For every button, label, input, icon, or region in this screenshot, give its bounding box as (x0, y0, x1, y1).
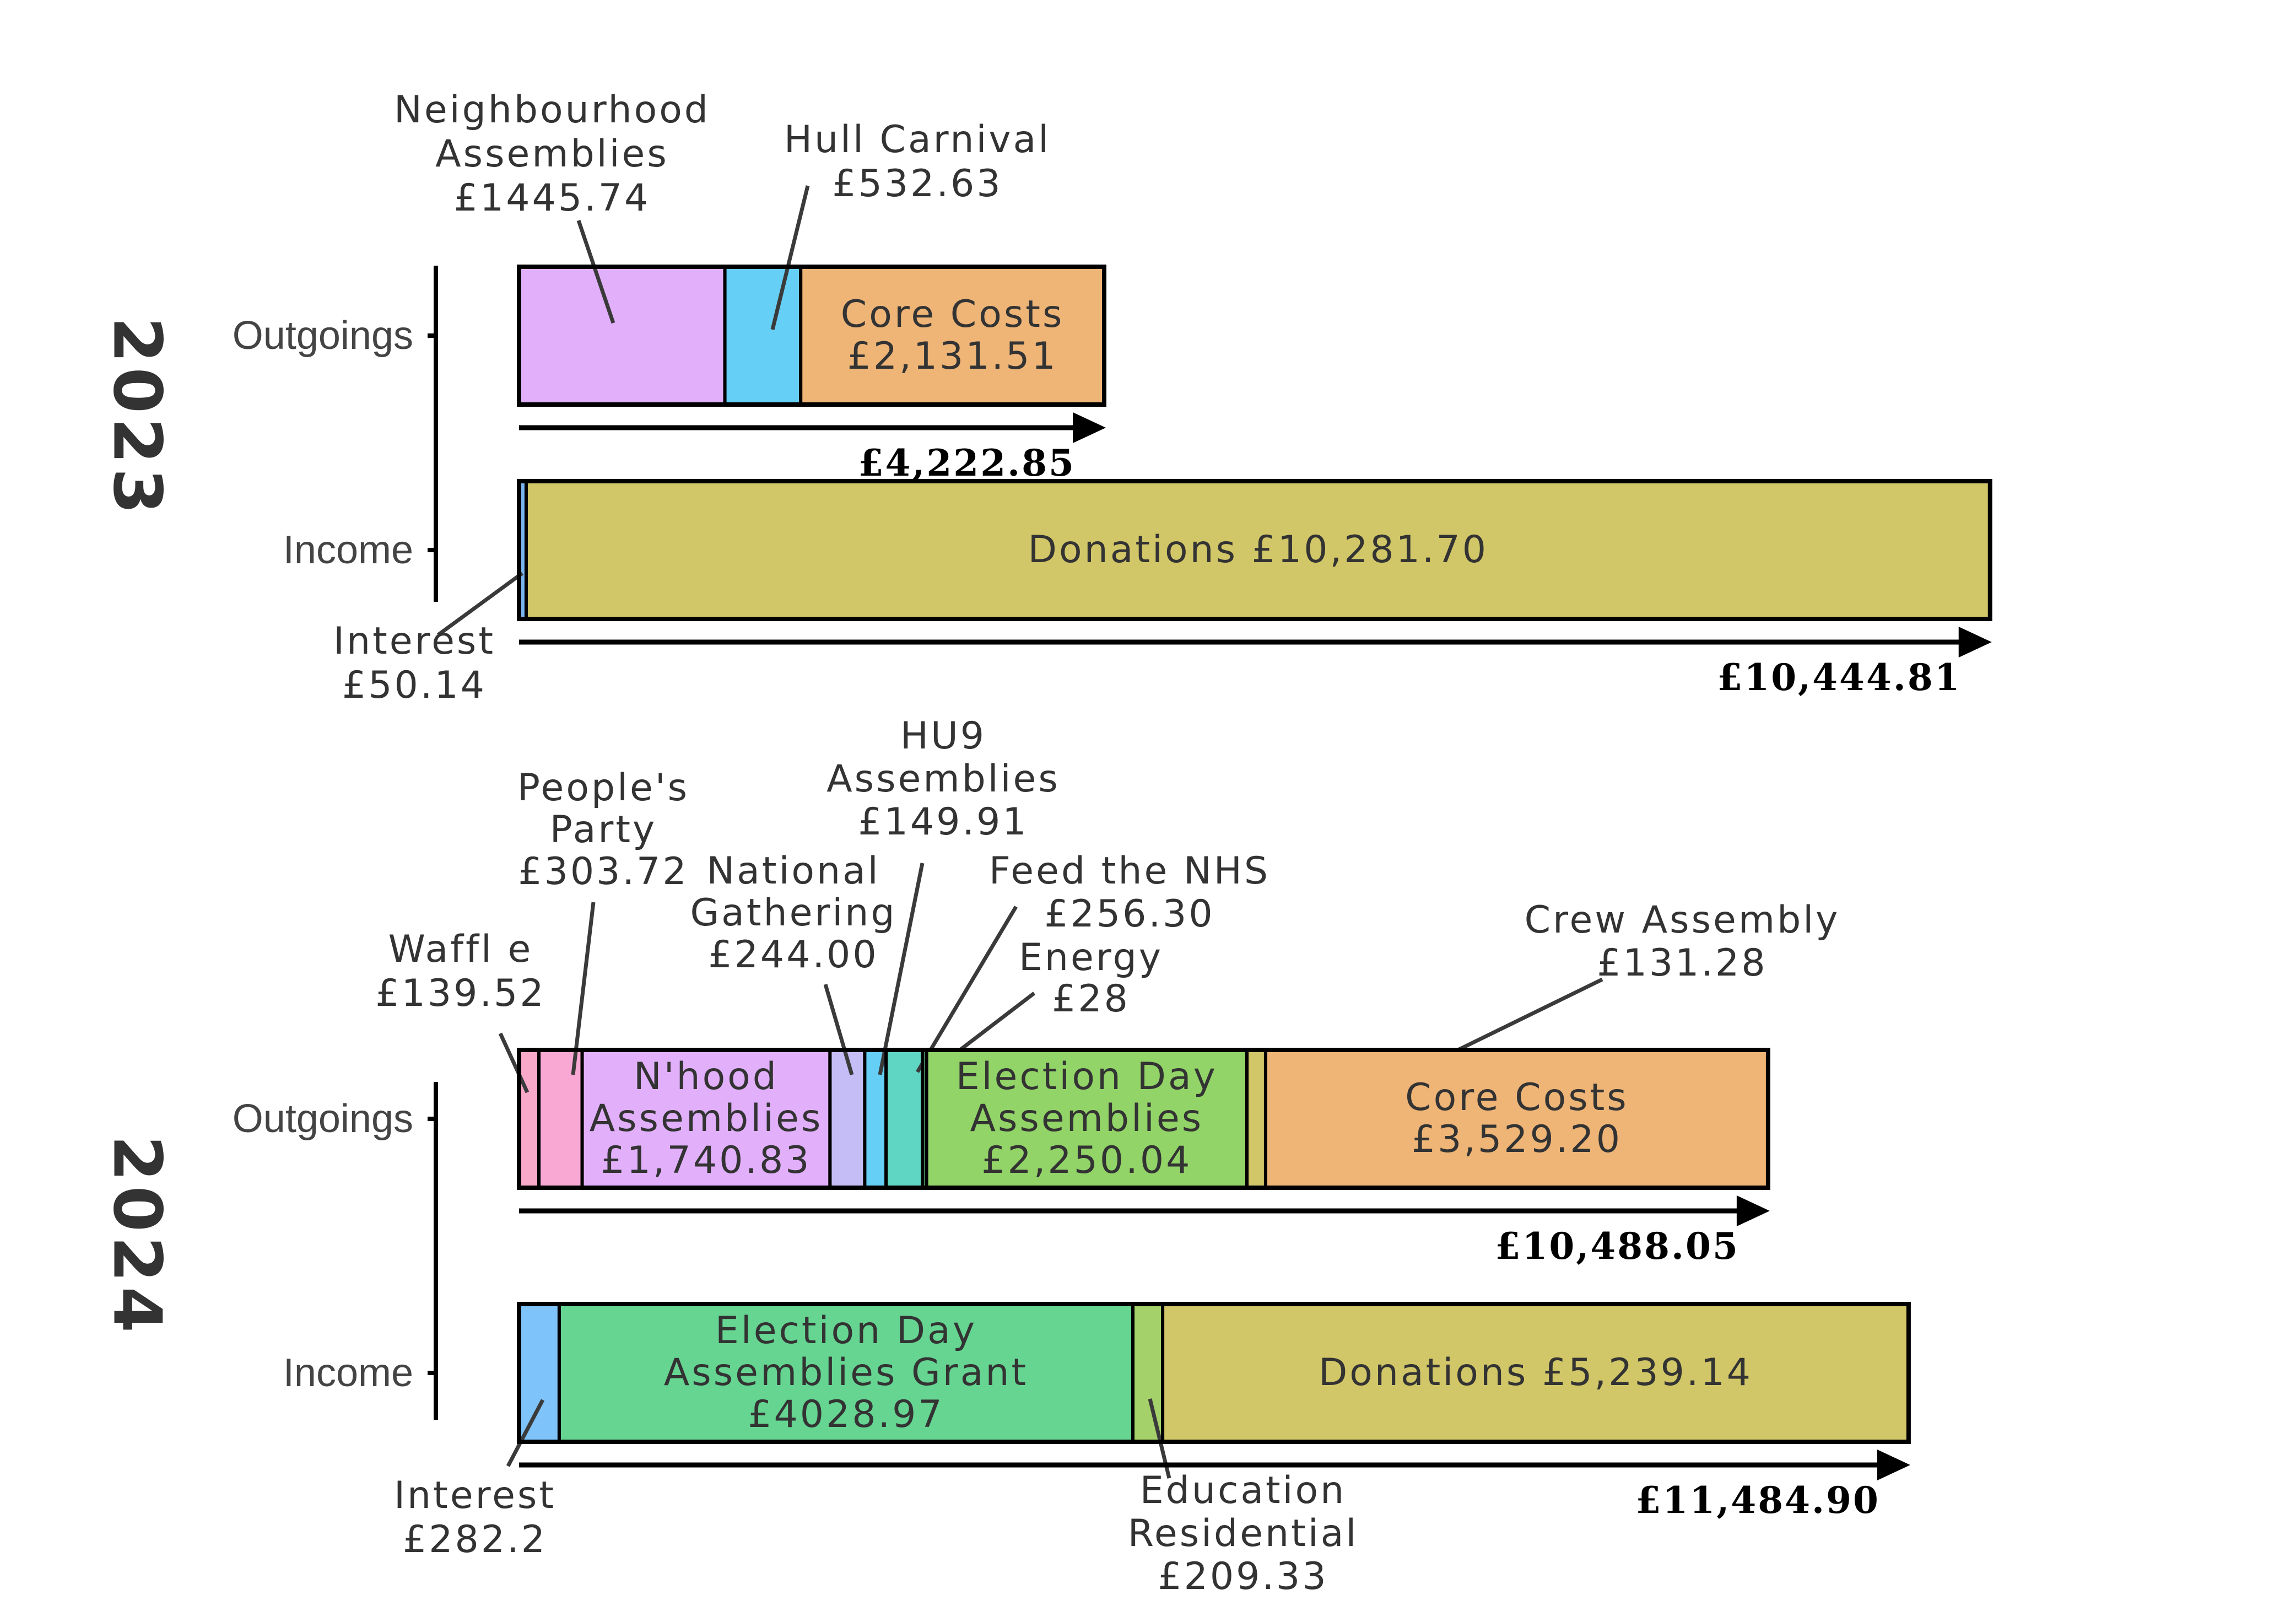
panel-2024: 2024 Outgoings Waffl e£139.52 People'sParty… (98, 714, 1911, 1598)
year-label: 2023 (98, 317, 175, 519)
leader-line (436, 572, 524, 637)
segment-label: £532.63 (832, 162, 1002, 206)
segment-label: Election Day (956, 1055, 1218, 1098)
segment-label: £244.00 (708, 933, 878, 977)
arrow-head-icon (1736, 1195, 1770, 1226)
segment-label: Feed the NHS (989, 849, 1270, 893)
segment-crew-assembly (1245, 1048, 1267, 1189)
segment-label: Core Costs (841, 293, 1065, 336)
segment-label: Residential (1128, 1512, 1359, 1555)
leader-line (823, 984, 854, 1075)
leader-line (576, 219, 615, 324)
bar-frame (517, 479, 1992, 621)
category-label: Outgoings (233, 1097, 413, 1141)
segment-label: £139.52 (375, 972, 545, 1015)
segment-label: £28 (1052, 977, 1130, 1021)
segment-label: Interest (394, 1474, 556, 1517)
segment-label: People's (517, 766, 689, 810)
segment-label: £2,131.51 (847, 335, 1058, 378)
segment-label: £282.2 (403, 1518, 547, 1561)
segment-label: N'hood (634, 1055, 779, 1098)
total-label: £10,488.05 (1495, 1225, 1739, 1268)
segment-label: £2,250.04 (981, 1139, 1192, 1182)
segment-label: Assemblies (590, 1097, 823, 1140)
arrow-head-icon (1877, 1450, 1910, 1480)
segment-label: £149.91 (858, 800, 1028, 844)
year-label: 2024 (98, 1135, 175, 1337)
segment-label: Donations £10,281.70 (1028, 528, 1488, 572)
leader-line (770, 185, 810, 330)
category-label: Income (283, 528, 413, 572)
bar-frame (517, 265, 1106, 407)
segment-label: £131.28 (1597, 941, 1767, 985)
segment-label: Crew Assembly (1525, 898, 1840, 942)
segment-election-day-assemblies-grant (557, 1302, 1135, 1443)
segment-hull-carnival (723, 265, 803, 406)
segment-waffle (517, 1048, 541, 1189)
segment-hu9-assemblies (863, 1048, 888, 1189)
bar-frame (517, 1302, 1911, 1444)
segment-label: Education (1140, 1469, 1347, 1512)
segment-core-costs (799, 265, 1106, 406)
segment-label: £50.14 (342, 664, 487, 707)
category-label: Outgoings (233, 314, 413, 358)
segment-label: £1,740.83 (601, 1139, 811, 1182)
total-label: £4,222.85 (858, 441, 1076, 484)
segment-donations (524, 480, 1992, 621)
segment-label: £1445.74 (454, 176, 650, 220)
segment-neighbourhood-assemblies (517, 265, 727, 406)
total-label: £11,484.90 (1636, 1479, 1880, 1522)
segment-label: Hull Carnival (784, 118, 1051, 161)
arrow-head-icon (1958, 627, 1992, 658)
segment-label: Waffl e (388, 928, 533, 971)
segment-label: £303.72 (518, 850, 688, 893)
segment-label: HU9 (900, 714, 986, 758)
segment-label: £256.30 (1044, 892, 1214, 936)
segment-label: Assemblies (826, 757, 1060, 801)
bar-frame (517, 1048, 1770, 1190)
arrow-head-icon (1072, 412, 1106, 443)
segment-label: Donations £5,239.14 (1319, 1351, 1753, 1394)
segment-label: Assemblies Grant (664, 1351, 1028, 1394)
segment-education-residential (1131, 1302, 1165, 1443)
segment-label: Party (550, 808, 657, 852)
leader-line (506, 1399, 545, 1467)
panel-2023: 2023 Outgoings NeighbourhoodAssemblies£144… (98, 88, 1992, 707)
segment-label: Gathering (690, 891, 896, 935)
segment-label: Neighbourhood (394, 88, 710, 132)
bar-outgoings: Outgoings NeighbourhoodAssemblies£1445.74… (233, 88, 1106, 484)
segment-label: Interest (333, 619, 495, 663)
segment-label: Assemblies (435, 132, 669, 176)
segment-label: £209.33 (1158, 1555, 1328, 1597)
segment-people-s-party (537, 1048, 584, 1189)
segment-national-gathering (828, 1048, 867, 1189)
leader-line (878, 863, 925, 1075)
segment-label: Core Costs (1405, 1076, 1629, 1119)
segment-interest (517, 1302, 561, 1443)
total-label: £10,444.81 (1717, 656, 1961, 699)
segment-label: £3,529.20 (1412, 1118, 1622, 1161)
segment-label: National (706, 849, 880, 893)
leader-line (498, 1032, 530, 1093)
leader-line (571, 902, 596, 1075)
segment-label: Energy (1019, 936, 1163, 979)
segment-label: £4028.97 (748, 1393, 944, 1436)
segment-label: Election Day (715, 1309, 977, 1353)
category-label: Income (283, 1351, 413, 1395)
bar-outgoings: Outgoings Waffl e£139.52 People'sParty£303… (233, 714, 1840, 1268)
leader-line (915, 906, 1018, 1073)
segment-label: Assemblies (970, 1097, 1203, 1140)
